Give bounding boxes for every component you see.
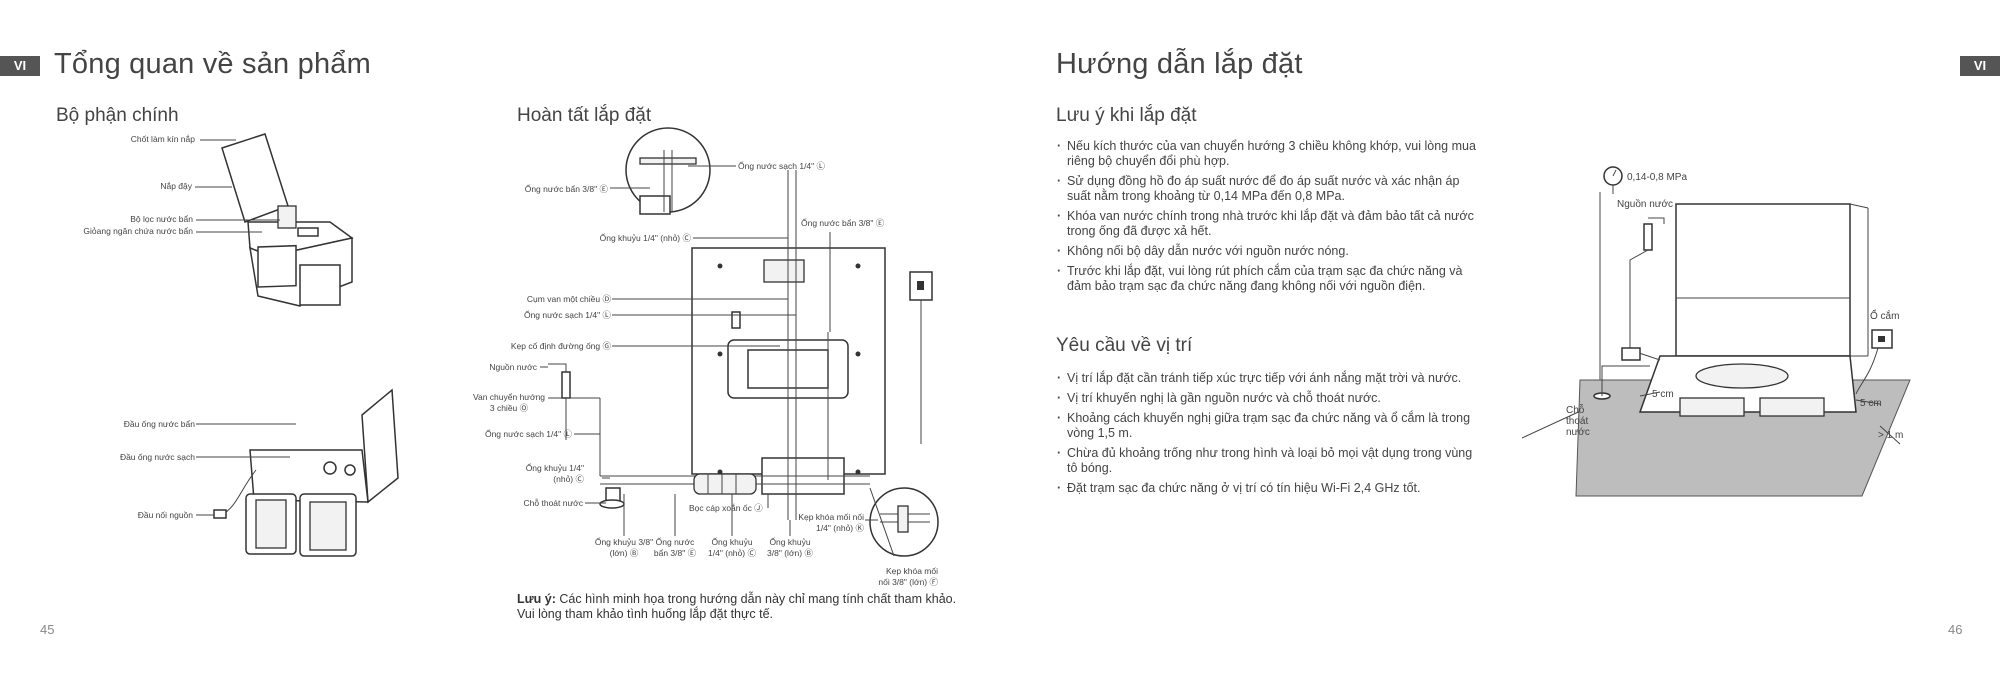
part-label-seal-latch: Chốt làm kín nắp — [130, 134, 195, 144]
label-elbow-small: Ống khuỷu 1/4" (nhỏ) Ⓒ — [599, 233, 691, 243]
list-item: Không nối bộ dây dẫn nước với nguồn nước… — [1057, 244, 1477, 259]
label-pipe-clamp: Kẹp cố định đường ống Ⓖ — [510, 341, 611, 351]
label-dirty-pipe-top: Ống nước bẩn 3/8" Ⓔ — [524, 184, 608, 194]
label-bottom-4: Ống khuỷu 3/8" (lớn) Ⓑ — [767, 537, 813, 558]
language-tab-right: VI — [1960, 56, 2000, 76]
label-check-valve: Cụm van một chiều Ⓓ — [526, 294, 611, 304]
label-bottom-1: Ống khuỷu 3/8" (lớn) Ⓑ — [594, 537, 654, 558]
label-gap-left: 5 cm — [1652, 389, 1674, 400]
page-title-right: Hướng dẫn lắp đặt — [1056, 48, 1303, 80]
label-joint-clamp-small: Kẹp khóa mối nối 1/4" (nhỏ) Ⓚ — [798, 512, 864, 533]
label-water-source: Nguồn nước — [489, 362, 537, 372]
install-notes-heading: Lưu ý khi lắp đặt — [1056, 105, 1197, 126]
label-bottom-3: Ống khuỷu 1/4" (nhỏ) Ⓒ — [708, 537, 756, 558]
page-number-right: 46 — [1948, 622, 1963, 637]
label-dirty-pipe-right: Ống nước bẩn 3/8" Ⓔ — [801, 218, 885, 228]
part-label-dirty-filter: Bộ lọc nước bẩn — [130, 214, 193, 224]
label-clean-pipe-top: Ống nước sạch 1/4" Ⓛ — [738, 161, 826, 171]
part-label-dirty-pipe-end: Đầu ống nước bẩn — [123, 419, 195, 429]
main-parts-heading: Bộ phận chính — [56, 105, 179, 126]
label-gap-front: > 1 m — [1878, 430, 1904, 441]
page-number-left: 45 — [40, 622, 55, 637]
part-label-power-connector: Đầu nối nguồn — [137, 510, 193, 520]
page-title-left: Tổng quan về sản phẩm — [54, 48, 371, 80]
tank-unit-illustration — [195, 133, 354, 307]
list-item: Chừa đủ khoảng trống như trong hình và l… — [1057, 446, 1477, 476]
note-paragraph: Lưu ý: Các hình minh họa trong hướng dẫn… — [517, 592, 957, 622]
label-bottom-2: Ống nước bẩn 3/8" Ⓔ — [653, 537, 697, 558]
label-spiral-wrap: Bọc cáp xoắn ốc Ⓙ — [689, 503, 763, 513]
list-item: Đặt trạm sạc đa chức năng ở vị trí có tí… — [1057, 481, 1477, 496]
list-item: Vị trí lắp đặt cần tránh tiếp xúc trực t… — [1057, 371, 1477, 386]
installation-diagram — [540, 127, 939, 557]
label-pressure: 0,14-0,8 MPa — [1627, 172, 1688, 183]
base-unit-illustration — [196, 388, 399, 557]
list-item: Khoảng cách khuyến nghị giữa trạm sạc đa… — [1057, 411, 1477, 441]
part-label-dirty-tank: Giỏang ngăn chứa nước bẩn — [83, 226, 193, 236]
label-drain-right: Chỗ thoát nước — [1566, 405, 1590, 438]
label-gap-right: 5 cm — [1860, 398, 1882, 409]
note-label: Lưu ý: — [517, 592, 556, 606]
label-elbow-small-2: Ống khuỷu 1/4" (nhỏ) Ⓒ — [525, 463, 584, 484]
install-notes-list: Nếu kích thước của van chuyển hướng 3 ch… — [1057, 139, 1477, 299]
label-clean-pipe-low: Ống nước sạch 1/4" Ⓛ — [484, 429, 572, 439]
part-label-clean-pipe-end: Đầu ống nước sạch — [119, 452, 195, 462]
list-item: Trước khi lắp đặt, vui lòng rút phích cắ… — [1057, 264, 1477, 294]
list-item: Khóa van nước chính trong nhà trước khi … — [1057, 209, 1477, 239]
list-item: Sử dụng đồng hồ đo áp suất nước để đo áp… — [1057, 174, 1477, 204]
install-complete-heading: Hoàn tất lắp đặt — [517, 105, 652, 126]
note-text: Các hình minh họa trong hướng dẫn này ch… — [517, 592, 957, 621]
position-requirements-heading: Yêu cầu về vị trí — [1056, 335, 1193, 356]
label-three-way-valve: Van chuyển hướng 3 chiều Ⓞ — [472, 392, 546, 413]
position-requirements-list: Vị trí lắp đặt cần tránh tiếp xúc trực t… — [1057, 371, 1477, 501]
label-drain: Chỗ thoát nước — [523, 498, 583, 508]
part-label-lid: Nắp đậy — [160, 181, 192, 191]
label-clean-pipe-mid: Ống nước sạch 1/4" Ⓛ — [523, 310, 611, 320]
label-joint-clamp-large: Kẹp khóa mối nối 3/8" (lớn) Ⓕ — [878, 566, 938, 587]
list-item: Nếu kích thước của van chuyển hướng 3 ch… — [1057, 139, 1477, 169]
label-socket: Ổ cắm — [1870, 311, 1900, 322]
list-item: Vị trí khuyến nghị là gần nguồn nước và … — [1057, 391, 1477, 406]
language-tab-left: VI — [0, 56, 40, 76]
label-water-source-right: Nguồn nước — [1617, 199, 1674, 210]
